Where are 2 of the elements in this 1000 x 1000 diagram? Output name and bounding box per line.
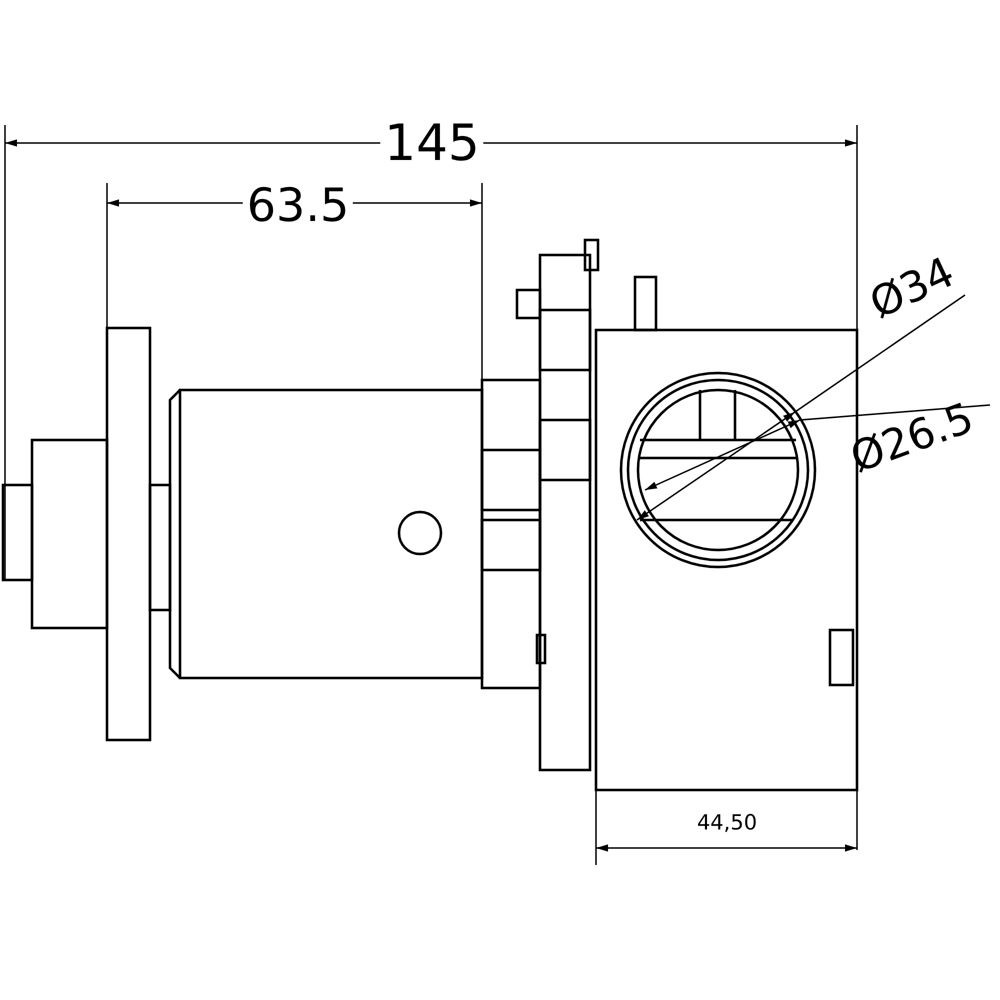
diameter-value: Ø34: [861, 249, 962, 327]
diameter-value: Ø26.5: [842, 395, 981, 481]
